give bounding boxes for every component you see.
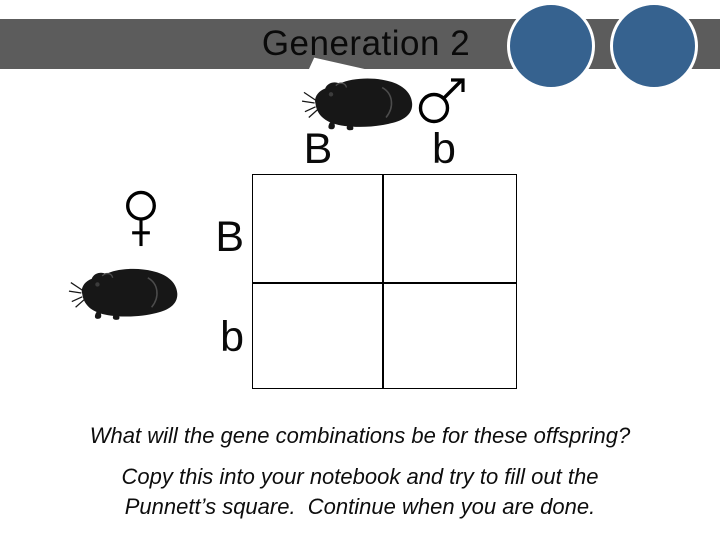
instructions-line-2: Punnett’s square. Continue when you are … [124, 493, 596, 519]
female-symbol-icon [126, 190, 156, 247]
mother-allele-b: b [220, 313, 244, 361]
punnett-cell-r1c2[interactable] [384, 175, 513, 282]
punnett-cell-r2c1[interactable] [253, 284, 382, 391]
male-symbol-icon [418, 78, 465, 124]
male-guinea-pig-icon [301, 78, 413, 131]
punnett-vertical-divider [382, 175, 384, 388]
punnett-horizontal-divider [253, 282, 516, 284]
female-guinea-pig-icon [68, 268, 178, 320]
slide-title: Generation 2 [261, 24, 471, 63]
instructions-line-1: Copy this into your notebook and try to … [121, 464, 599, 489]
punnett-cell-r2c2[interactable] [384, 284, 513, 391]
template-circle-left [507, 2, 595, 90]
title-banner [0, 19, 720, 69]
punnett-square [252, 174, 517, 389]
template-circle-right [610, 2, 698, 90]
father-allele-b: b [432, 125, 456, 173]
instructions-text: Copy this into your notebook and try to … [0, 462, 720, 521]
father-allele-B: B [303, 125, 333, 173]
question-text: What will the gene combinations be for t… [89, 423, 631, 448]
mother-allele-B: B [215, 213, 244, 261]
punnett-cell-r1c1[interactable] [253, 175, 382, 282]
